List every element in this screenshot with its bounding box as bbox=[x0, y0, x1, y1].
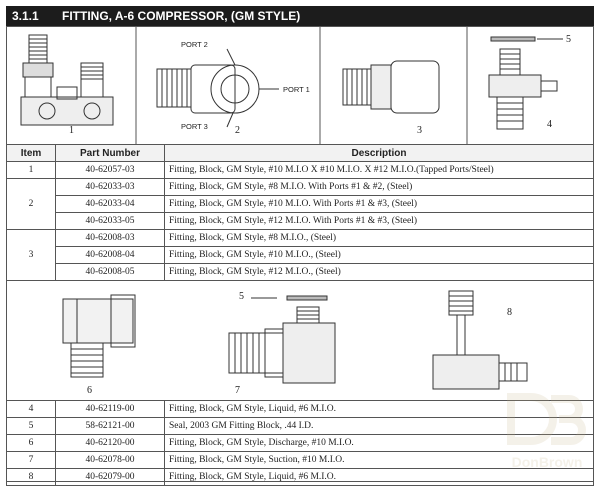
part-number-cell: 40-62079-00 bbox=[55, 468, 165, 486]
description-cell: Fitting, Block, GM Style, #10 M.I.O. Wit… bbox=[164, 195, 594, 213]
figure-7-label: 7 bbox=[235, 385, 240, 396]
figure-8-label: 8 bbox=[507, 307, 512, 318]
description-cell: Fitting, Block, GM Style, #12 M.I.O. Wit… bbox=[164, 212, 594, 230]
section-number: 3.1.1 bbox=[12, 9, 39, 23]
port-3-callout: PORT 3 bbox=[181, 122, 208, 131]
table-row: 6 40-62120-00 Fitting, Block, GM Style, … bbox=[6, 434, 594, 452]
figure-6-label: 6 bbox=[87, 385, 92, 396]
part-number-cell: 40-62008-03 bbox=[55, 229, 165, 247]
fitting-block-4-drawing bbox=[488, 36, 563, 130]
figure-2-label: 2 bbox=[235, 125, 240, 136]
figure-4-label: 4 bbox=[547, 119, 552, 130]
part-number-cell: 40-62008-04 bbox=[55, 246, 165, 264]
description-cell: Fitting, Block, GM Style, #8 M.I.O., (St… bbox=[164, 229, 594, 247]
figure-3-label: 3 bbox=[417, 125, 422, 136]
figure-row-top: 1 PORT 2 PORT 1 PORT 3 2 bbox=[7, 27, 593, 145]
column-header-item: Item bbox=[6, 144, 56, 162]
table-row: 40-62033-05 Fitting, Block, GM Style, #1… bbox=[7, 212, 594, 230]
figure-row-top-art: 1 PORT 2 PORT 1 PORT 3 2 bbox=[20, 27, 571, 144]
parts-table-1: Item Part Number Description 1 40-62057-… bbox=[6, 144, 594, 281]
part-number-cell: 40-62008-05 bbox=[55, 263, 165, 281]
port-2-callout: PORT 2 bbox=[181, 40, 208, 49]
fitting-block-7-drawing bbox=[228, 295, 336, 384]
item-cell: 1 bbox=[6, 161, 56, 179]
description-cell: Fitting, Block, GM Style, #10 M.I.O X #1… bbox=[164, 161, 594, 179]
figure-row-middle: 6 5 7 bbox=[7, 280, 593, 401]
port-1-callout: PORT 1 bbox=[283, 85, 310, 94]
part-number-cell: 40-62057-03 bbox=[55, 161, 165, 179]
table-row: 4 40-62119-00 Fitting, Block, GM Style, … bbox=[6, 400, 594, 418]
description-cell: Fitting, Block, GM Style, #8 M.I.O. With… bbox=[164, 178, 594, 196]
part-number-cell: 40-62033-04 bbox=[55, 195, 165, 213]
fitting-block-2-drawing bbox=[156, 48, 279, 128]
table-row: 1 40-62057-03 Fitting, Block, GM Style, … bbox=[6, 161, 594, 179]
fitting-block-6-drawing bbox=[62, 294, 136, 378]
item-cell: 4 bbox=[6, 400, 56, 418]
table-row: 3 40-62008-03 Fitting, Block, GM Style, … bbox=[6, 229, 594, 281]
table-row: 40-62008-05 Fitting, Block, GM Style, #1… bbox=[7, 263, 594, 281]
part-number-cell: 40-62120-00 bbox=[55, 434, 165, 452]
fitting-block-3-drawing bbox=[342, 60, 440, 114]
item-cell: 7 bbox=[6, 451, 56, 469]
figure-row-middle-art: 6 5 7 bbox=[62, 290, 528, 396]
table-row: 8 40-62079-00 Fitting, Block, GM Style, … bbox=[6, 468, 594, 486]
fitting-block-8-drawing bbox=[432, 290, 528, 390]
parts-table-2: 4 40-62119-00 Fitting, Block, GM Style, … bbox=[6, 400, 594, 486]
description-cell: Fitting, Block, GM Style, #10 M.I.O., (S… bbox=[164, 246, 594, 264]
figure-7-seal-callout: 5 bbox=[239, 291, 244, 302]
part-number-cell: 58-62121-00 bbox=[55, 417, 165, 435]
item-cell: 6 bbox=[6, 434, 56, 452]
table-row: 7 40-62078-00 Fitting, Block, GM Style, … bbox=[6, 451, 594, 469]
column-header-part-number: Part Number bbox=[55, 144, 165, 162]
description-cell: Fitting, Block, GM Style, #12 M.I.O., (S… bbox=[164, 263, 594, 281]
watermark-text: DonBrown bbox=[512, 454, 583, 470]
figure-4-seal-callout: 5 bbox=[566, 34, 571, 45]
section-header: 3.1.1 FITTING, A-6 COMPRESSOR, (GM STYLE… bbox=[6, 6, 594, 26]
section-title: FITTING, A-6 COMPRESSOR, (GM STYLE) bbox=[62, 9, 301, 23]
table-row: 2 40-62033-03 Fitting, Block, GM Style, … bbox=[6, 178, 594, 230]
table-row: 40-62008-04 Fitting, Block, GM Style, #1… bbox=[7, 246, 594, 264]
column-header-description: Description bbox=[164, 144, 594, 162]
item-cell: 5 bbox=[6, 417, 56, 435]
donbrown-watermark-logo: DonBrown bbox=[507, 393, 586, 470]
part-number-cell: 40-62078-00 bbox=[55, 451, 165, 469]
table-row: 40-62033-04 Fitting, Block, GM Style, #1… bbox=[7, 195, 594, 213]
fitting-block-1-drawing bbox=[20, 34, 114, 126]
parts-sheet: 1 PORT 2 PORT 1 PORT 3 2 bbox=[6, 26, 594, 486]
part-number-cell: 40-62033-05 bbox=[55, 212, 165, 230]
item-cell: 2 bbox=[6, 178, 56, 230]
part-number-cell: 40-62119-00 bbox=[55, 400, 165, 418]
figure-1-label: 1 bbox=[69, 125, 74, 136]
item-cell: 8 bbox=[6, 468, 56, 486]
description-cell: Fitting, Block, GM Style, Liquid, #6 M.I… bbox=[164, 468, 594, 486]
table-header-row: Item Part Number Description bbox=[6, 144, 594, 162]
item-cell: 3 bbox=[6, 229, 56, 281]
part-number-cell: 40-62033-03 bbox=[55, 178, 165, 196]
